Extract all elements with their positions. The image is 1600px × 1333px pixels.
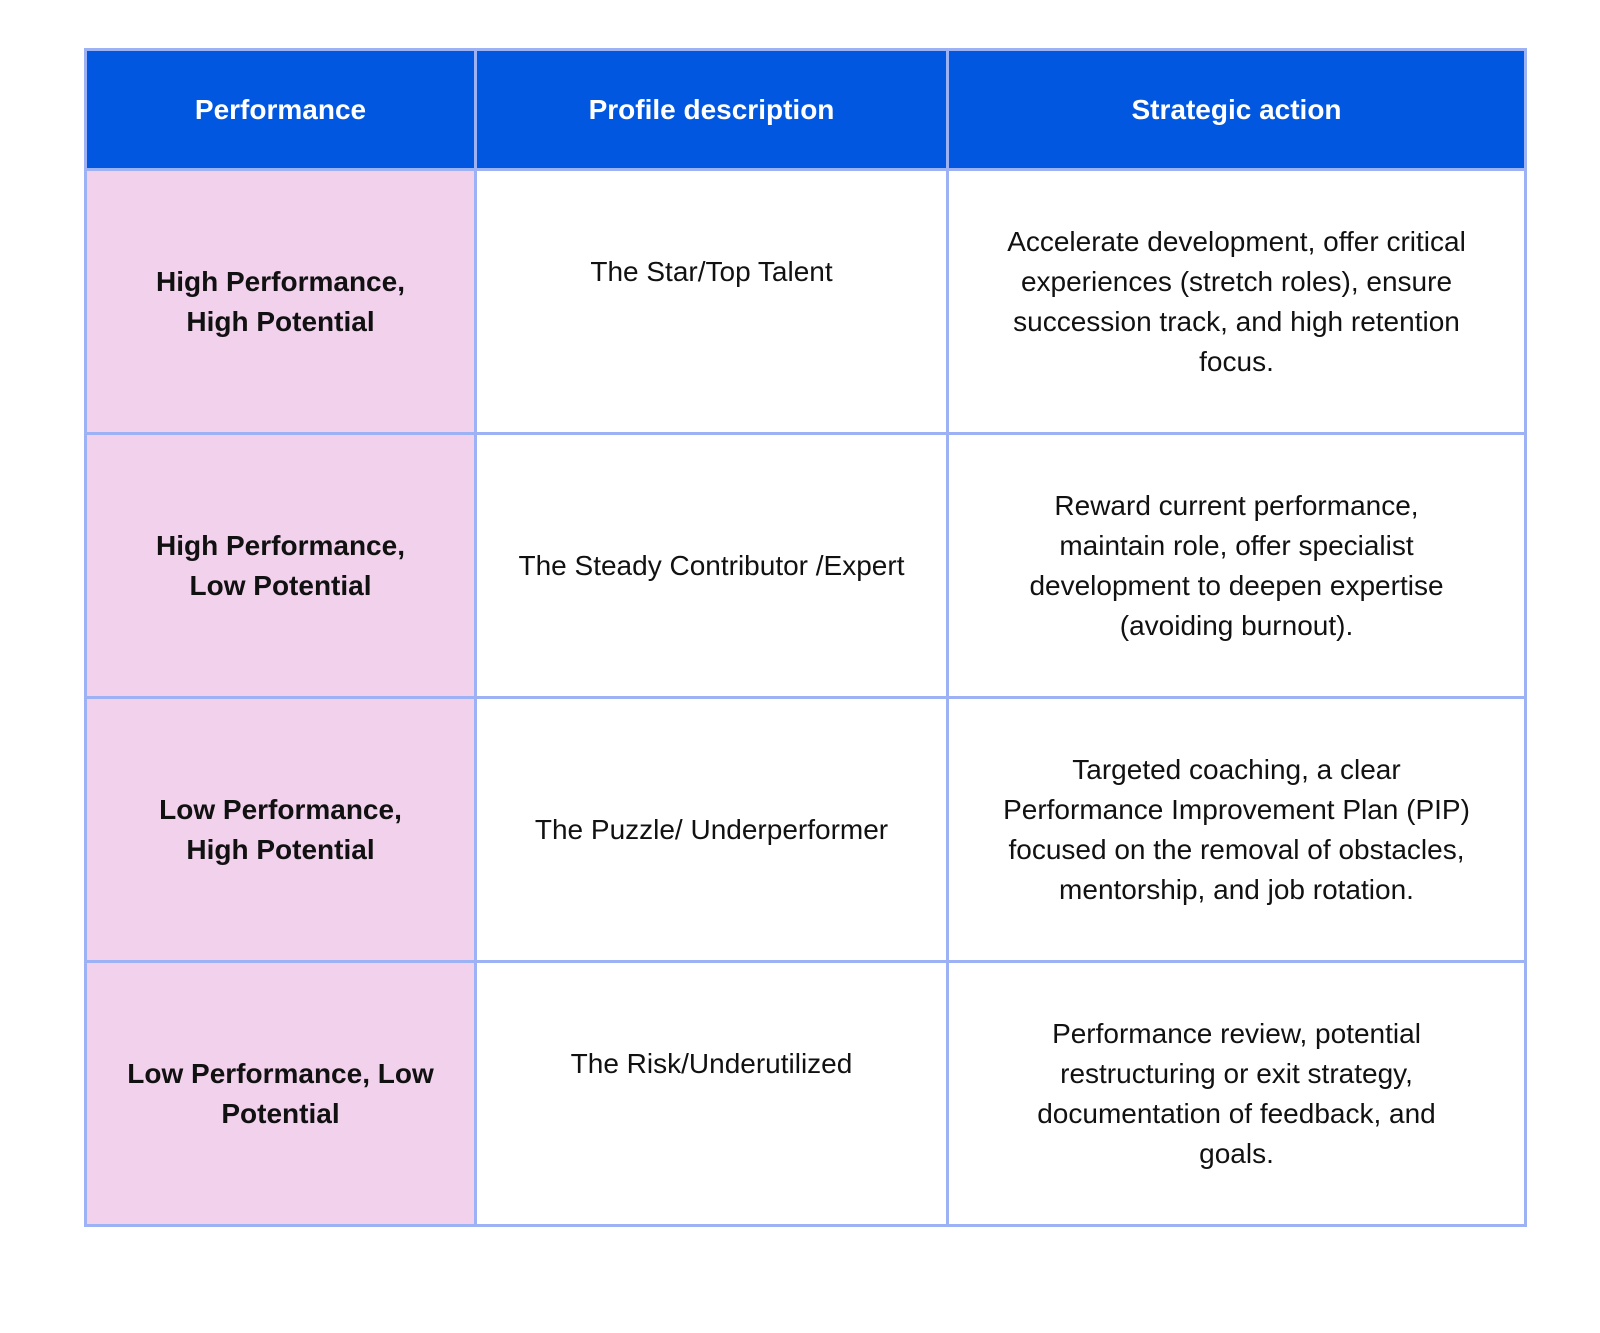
action-cell: Performance review, potential restructur…	[946, 960, 1527, 1227]
table-row: High Performance, High Potential The Sta…	[84, 168, 1527, 435]
action-cell: Targeted coaching, a clear Performance I…	[946, 696, 1527, 963]
performance-label: High Performance, High Potential	[156, 265, 405, 337]
profile-label: The Puzzle/ Underperformer	[534, 813, 889, 845]
profile-label: The Risk/Underutilized	[570, 1047, 853, 1079]
profile-label: The Star/Top Talent	[590, 255, 833, 287]
action-text: Targeted coaching, a clear Performance I…	[1003, 753, 1470, 905]
profile-cell: The Star/Top Talent	[474, 168, 949, 435]
table-body: High Performance, High Potential The Sta…	[84, 168, 1527, 1227]
header-performance: Performance	[84, 48, 477, 171]
header-strategic-action: Strategic action	[946, 48, 1527, 171]
performance-cell: Low Performance, Low Potential	[84, 960, 477, 1227]
header-profile-description: Profile description	[474, 48, 949, 171]
table-row: Low Performance, High Potential The Puzz…	[84, 696, 1527, 963]
table-row: High Performance, Low Potential The Stea…	[84, 432, 1527, 699]
talent-matrix-table-container: Performance Profile description Strategi…	[84, 48, 1527, 1227]
header-row: Performance Profile description Strategi…	[84, 48, 1527, 171]
action-cell: Accelerate development, offer critical e…	[946, 168, 1527, 435]
profile-cell: The Puzzle/ Underperformer	[474, 696, 949, 963]
action-cell: Reward current performance, maintain rol…	[946, 432, 1527, 699]
profile-label: The Steady Contributor /Expert	[518, 549, 905, 581]
action-text: Accelerate development, offer critical e…	[1007, 225, 1466, 377]
talent-matrix-table: Performance Profile description Strategi…	[84, 48, 1527, 1227]
performance-label: Low Performance, High Potential	[159, 793, 402, 865]
performance-label: Low Performance, Low Potential	[127, 1057, 434, 1129]
profile-cell: The Steady Contributor /Expert	[474, 432, 949, 699]
action-text: Performance review, potential restructur…	[1037, 1017, 1436, 1169]
performance-cell: High Performance, High Potential	[84, 168, 477, 435]
performance-cell: High Performance, Low Potential	[84, 432, 477, 699]
performance-cell: Low Performance, High Potential	[84, 696, 477, 963]
performance-label: High Performance, Low Potential	[156, 529, 405, 601]
profile-cell: The Risk/Underutilized	[474, 960, 949, 1227]
action-text: Reward current performance, maintain rol…	[1029, 489, 1444, 641]
table-header: Performance Profile description Strategi…	[84, 48, 1527, 171]
table-row: Low Performance, Low Potential The Risk/…	[84, 960, 1527, 1227]
